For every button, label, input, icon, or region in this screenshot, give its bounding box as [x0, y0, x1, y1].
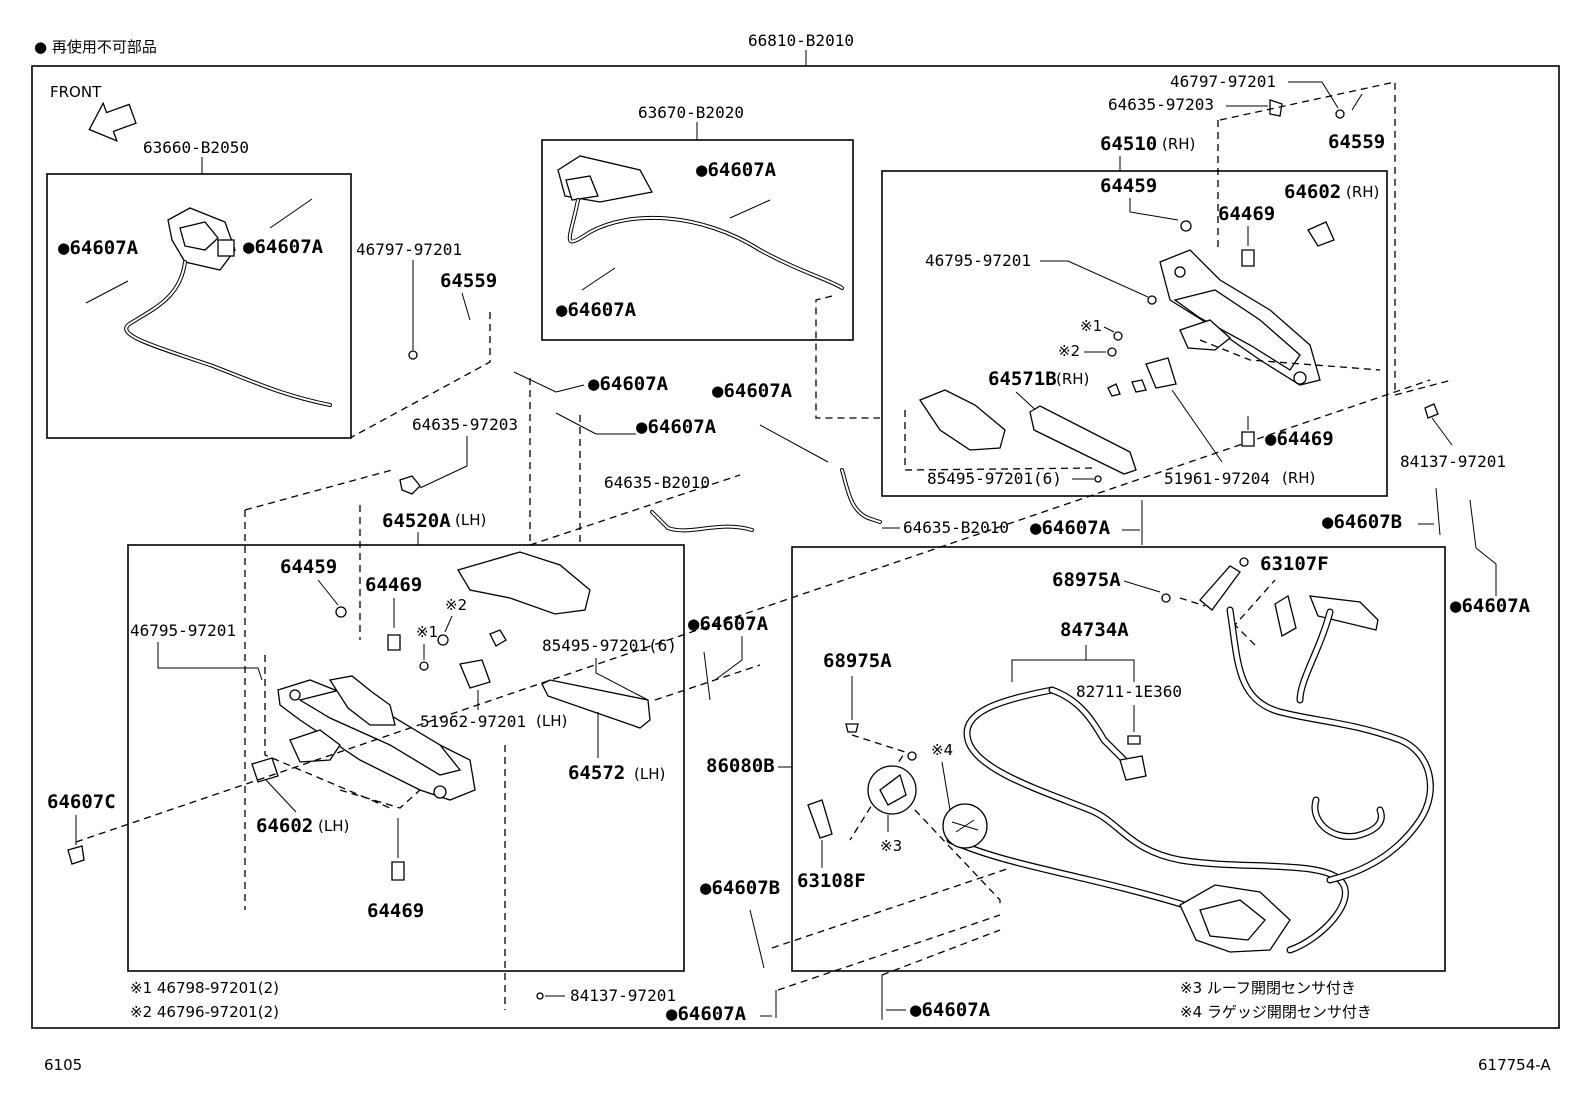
label-x2-left: ※2	[445, 596, 467, 614]
lock-actuator-left	[167, 207, 236, 271]
label-84734A: 84734A	[1060, 619, 1129, 641]
footer-illustration-id: 617754-A	[1478, 1056, 1551, 1074]
sensor-63107F	[1199, 565, 1241, 611]
label-64635-97203-right: 64635-97203	[1108, 95, 1214, 114]
label-x4: ※4	[931, 741, 953, 759]
label-64635-B2010-right: 64635-B2010	[903, 518, 1009, 537]
label-84137-97201-left: 84137-97201	[570, 986, 676, 1005]
label-64607A-k: ●64607A	[1450, 595, 1531, 617]
note-x2: ※2 46796-97201(2)	[130, 1003, 279, 1021]
label-64572-side: (LH)	[634, 765, 665, 783]
harness-motor-unit	[1179, 884, 1291, 953]
label-64607A-bottom-left: ●64607A	[666, 1003, 747, 1025]
label-64607A-bottom-right: ●64607A	[910, 999, 991, 1021]
label-64602-rh: 64602	[1284, 181, 1341, 203]
label-64607B-top: ●64607B	[1322, 511, 1402, 533]
label-64469-upper-left: 64469	[365, 574, 422, 596]
label-64520A-side: (LH)	[455, 511, 486, 529]
label-64510: 64510	[1100, 133, 1157, 155]
plate-64572-lh	[541, 679, 651, 729]
plate-64571B-rh	[1029, 405, 1137, 475]
label-63670-B2020: 63670-B2020	[638, 103, 744, 122]
label-64559-left: 64559	[440, 270, 497, 292]
label-64607A-h: ●64607A	[688, 613, 769, 635]
label-68975A-left: 68975A	[823, 650, 892, 672]
front-label: FRONT	[50, 83, 102, 101]
label-64571B: 64571B	[988, 368, 1057, 390]
bracket-63108F	[807, 799, 833, 839]
label-64607A-g: ●64607A	[712, 380, 793, 402]
label-86080B: 86080B	[706, 755, 775, 777]
label-51961-97204-side: (RH)	[1282, 469, 1315, 487]
hinge-linkage-lh	[277, 675, 476, 801]
label-64469-lower-left: 64469	[367, 900, 424, 922]
box-63660	[46, 173, 352, 439]
label-64607A-j: ●64607A	[1030, 517, 1111, 539]
label-64607A-e: ●64607A	[588, 373, 669, 395]
label-64559-right: 64559	[1328, 131, 1385, 153]
label-46797-97201-right: 46797-97201	[1170, 72, 1276, 91]
label-85495-97201-left: 85495-97201(6)	[542, 636, 677, 655]
label-64607A-d: ●64607A	[556, 299, 637, 321]
label-64602-lh: 64602	[256, 815, 313, 837]
main-frame	[31, 65, 1560, 1029]
box-63670	[541, 139, 854, 341]
bracket-64602-lh	[251, 757, 279, 783]
label-x3: ※3	[880, 837, 902, 855]
label-46795-97201-left: 46795-97201	[130, 621, 236, 640]
label-64635-97203-left: 64635-97203	[412, 415, 518, 434]
label-64607C: 64607C	[47, 791, 116, 813]
label-64469-lower-right: ●64469	[1265, 428, 1334, 450]
assembly-number: 66810-B2010	[748, 31, 854, 50]
label-51962-97201-side: (LH)	[536, 712, 567, 730]
legend-non-reusable: ● 再使用不可部品	[34, 38, 157, 56]
label-64459-left: 64459	[280, 556, 337, 578]
label-64607A-b: ●64607A	[243, 236, 324, 258]
label-64602-rh-side: (RH)	[1346, 183, 1379, 201]
label-64607A-c: ●64607A	[696, 159, 777, 181]
label-64459-right: 64459	[1100, 175, 1157, 197]
label-x2-right: ※2	[1058, 342, 1080, 360]
label-64607B-bottom: ●64607B	[700, 877, 780, 899]
label-51962-97201: 51962-97201	[420, 712, 526, 731]
label-82711-1E360: 82711-1E360	[1076, 682, 1182, 701]
label-64607A-a: ●64607A	[58, 237, 139, 259]
label-63660-B2050: 63660-B2050	[143, 138, 249, 157]
box-64510	[881, 170, 1388, 497]
bracket-upper-lh	[457, 551, 591, 615]
label-63108F: 63108F	[797, 870, 866, 892]
label-46797-97201-left: 46797-97201	[356, 240, 462, 259]
label-64572: 64572	[568, 762, 625, 784]
label-x1-right: ※1	[1080, 317, 1102, 335]
note-x3: ※3 ルーフ開閉センサ付き	[1180, 979, 1356, 997]
label-64520A: 64520A	[382, 510, 451, 532]
label-x1-left: ※1	[416, 623, 438, 641]
label-64469-upper-right: 64469	[1218, 203, 1275, 225]
label-64607A-f: ●64607A	[636, 416, 717, 438]
lock-actuator-center	[557, 155, 653, 203]
label-51961-97204: 51961-97204	[1164, 469, 1270, 488]
hinge-linkage-rh	[1159, 249, 1321, 386]
box-64520A	[127, 544, 685, 972]
box-harness	[791, 546, 1446, 972]
note-x1: ※1 46798-97201(2)	[130, 979, 279, 997]
label-64510-side: (RH)	[1162, 135, 1195, 153]
front-arrow-icon	[88, 101, 137, 142]
footer-page-number: 6105	[44, 1056, 82, 1074]
label-46795-97201-right: 46795-97201	[925, 251, 1031, 270]
label-64635-B2010-left: 64635-B2010	[604, 473, 710, 492]
label-85495-97201-right: 85495-97201(6)	[927, 469, 1062, 488]
label-64602-lh-side: (LH)	[318, 817, 349, 835]
bracket-upper-rh	[919, 389, 1006, 451]
label-64571B-side: (RH)	[1056, 370, 1089, 388]
note-x4: ※4 ラゲッジ開閉センサ付き	[1180, 1003, 1372, 1021]
label-68975A-top: 68975A	[1052, 569, 1121, 591]
label-84137-97201-right: 84137-97201	[1400, 452, 1506, 471]
label-63107F: 63107F	[1260, 553, 1329, 575]
